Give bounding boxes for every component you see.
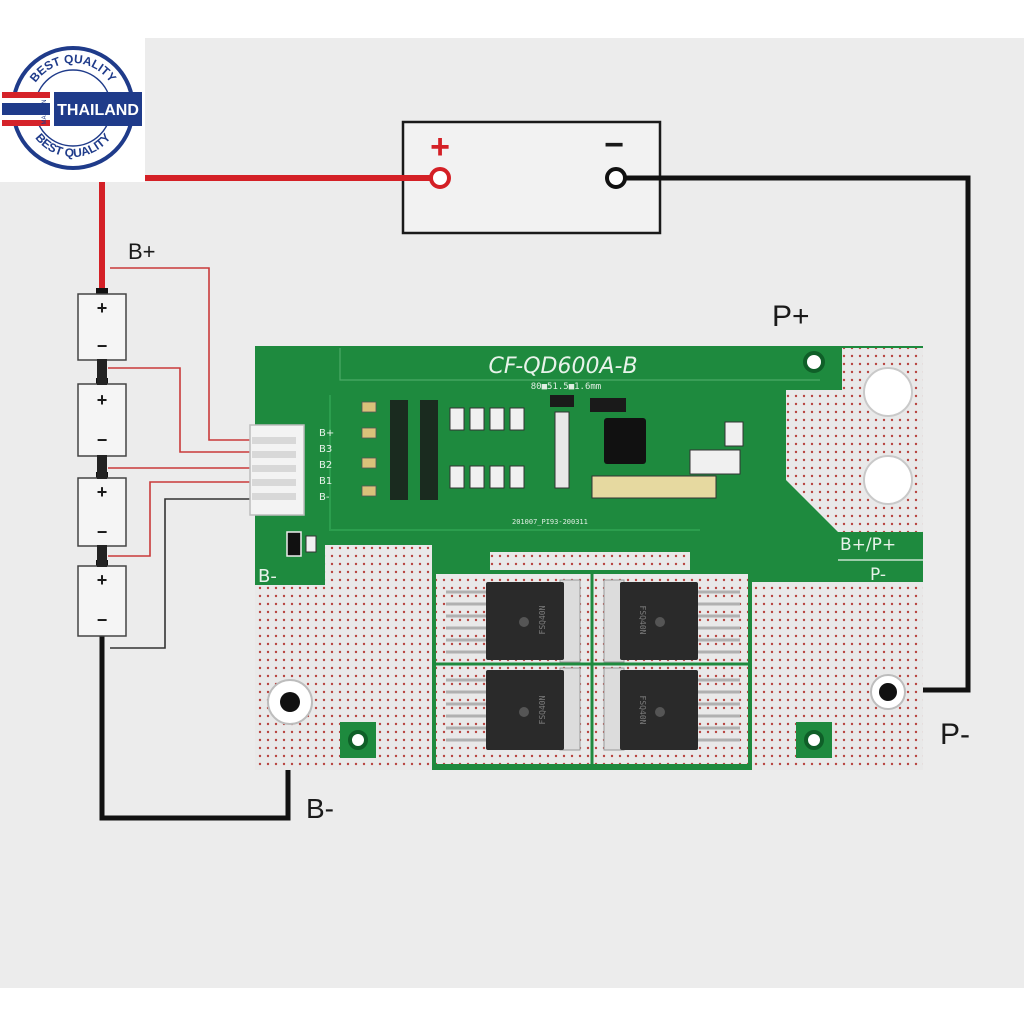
made-in-thailand-badge: BEST QUALITY BEST QUALITY MADE IN THAILA… <box>2 46 142 170</box>
cell-minus-label: − <box>97 610 108 630</box>
svg-text:FSQ40N: FSQ40N <box>538 695 547 724</box>
mosfet-copper <box>490 552 690 570</box>
cell-link <box>97 455 107 479</box>
mounting-hole <box>863 367 913 417</box>
pad-bp-plus-label: B+/P+ <box>840 535 896 555</box>
mounting-hole <box>804 730 824 750</box>
balance-negative-wire <box>110 498 252 649</box>
load-plus-symbol: + <box>430 128 450 166</box>
svg-text:FSQ40N: FSQ40N <box>538 605 547 634</box>
cell-plus-label: + <box>97 298 108 318</box>
mosfet: FSQ40N <box>603 667 698 751</box>
connector-pin-label: B+ <box>319 428 334 439</box>
mounting-hole <box>803 351 825 373</box>
badge-country-text: THAILAND <box>57 102 139 119</box>
battery-cell: + − <box>77 288 127 361</box>
b-plus-label: B+ <box>128 239 156 264</box>
connector-pin-label: B2 <box>319 460 332 471</box>
balance-wires <box>108 267 252 557</box>
connector-pin-label: B3 <box>319 444 332 455</box>
connector-pin-label: B- <box>319 492 330 503</box>
pad-b-minus-label: B- <box>258 566 277 587</box>
battery-cell: + − <box>77 560 127 637</box>
mosfet: FSQ40N <box>603 579 698 663</box>
board-model-text: CF-QD600A-B <box>488 354 637 379</box>
load-minus-symbol: − <box>604 126 624 164</box>
b-minus-label: B- <box>306 793 334 824</box>
cell-plus-label: + <box>97 570 108 590</box>
load-negative-terminal <box>605 167 627 189</box>
cell-minus-label: − <box>97 336 108 356</box>
balance-connector <box>249 424 305 516</box>
cell-link <box>97 545 107 567</box>
b-minus-terminal <box>280 692 300 712</box>
smd-components <box>286 395 744 557</box>
connector-pin-label: B1 <box>319 476 332 487</box>
board-dimensions-text: 80■51.5■1.6mm <box>531 382 601 392</box>
load-negative-wire <box>616 175 971 693</box>
cell-plus-label: + <box>97 482 108 502</box>
mosfet: FSQ40N <box>486 579 581 663</box>
load-positive-terminal <box>429 167 451 189</box>
board-date-code: 201007_PI93-200311 <box>512 518 588 526</box>
thai-flag-icon <box>2 92 50 126</box>
p-plus-label: P+ <box>772 300 810 333</box>
svg-text:FSQ40N: FSQ40N <box>638 696 647 725</box>
bms-controller-ic <box>604 418 646 464</box>
mounting-hole <box>863 455 913 505</box>
badge-side-text: MADE IN <box>42 99 48 124</box>
battery-cell: + − <box>77 472 127 547</box>
pad-p-minus-label: P- <box>870 565 886 585</box>
cell-minus-label: − <box>97 522 108 542</box>
svg-text:FSQ40N: FSQ40N <box>638 606 647 635</box>
cell-link <box>97 359 107 385</box>
mosfet-leads <box>446 590 740 742</box>
bms-pcb-board: FSQ40N FSQ40N FSQ40N FSQ40N <box>249 346 923 770</box>
badge-banner <box>54 92 142 126</box>
mosfet: FSQ40N <box>486 667 581 751</box>
mounting-hole <box>348 730 368 750</box>
p-minus-pad <box>752 582 923 770</box>
p-minus-label: P- <box>940 718 970 751</box>
battery-cell: + − <box>77 378 127 457</box>
cell-plus-label: + <box>97 390 108 410</box>
p-minus-terminal <box>879 683 897 701</box>
cell-minus-label: − <box>97 430 108 450</box>
